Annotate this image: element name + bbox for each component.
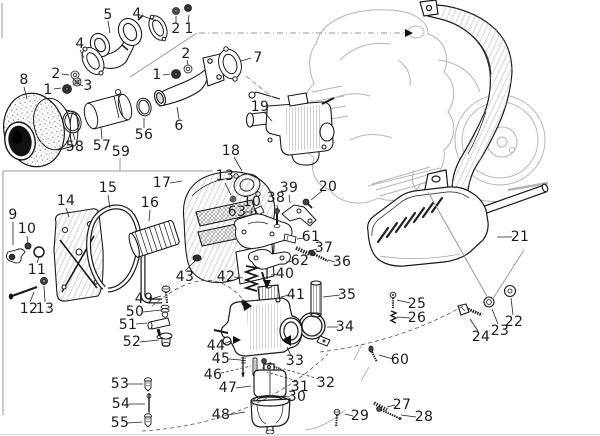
float-47 [253, 363, 287, 398]
arrow-40 [263, 280, 271, 289]
arrow-44 [233, 336, 241, 344]
clamp-34 [298, 312, 331, 347]
muffler [367, 169, 549, 267]
leader-lines [12, 14, 514, 424]
cylinder-fins-ghost [309, 85, 349, 123]
screw-20 [302, 198, 313, 209]
pin-12 [11, 285, 38, 298]
screw-60 [368, 345, 378, 363]
spring-26 [389, 310, 398, 324]
filter-backing-plate-14 [53, 208, 104, 302]
subassembly-box-59 [2, 170, 213, 415]
screw-38 [273, 208, 281, 228]
small-hardware-left [5, 242, 48, 300]
screw-28 [376, 406, 402, 420]
manifold-gasket-4-left [81, 46, 105, 76]
seal-ring-56 [136, 97, 152, 117]
pin-61 [283, 233, 297, 244]
arrow-into-carb-top [242, 299, 252, 311]
screw-29 [333, 408, 341, 428]
spring-37 [295, 246, 310, 256]
bolt-24 [457, 303, 483, 317]
arrow-33 [282, 335, 291, 346]
assembly-dashed-curves [141, 280, 466, 432]
intake-elbow-6 [154, 53, 225, 107]
screw-36 [308, 249, 329, 263]
grommet-43 [192, 254, 202, 262]
jet-53 [144, 377, 152, 392]
exhaust-header-pipe [419, 0, 513, 213]
washer-22 [503, 284, 517, 298]
filter-seal-loop-15 [86, 204, 142, 293]
carburetor-body [213, 297, 303, 357]
needle-45 [241, 357, 246, 378]
footboard-ghost [367, 166, 441, 197]
cable-arm-39 [281, 204, 317, 227]
banjo-bolt-49 [161, 285, 171, 304]
ring-11 [33, 246, 45, 258]
jet-55 [144, 413, 152, 428]
plunger-35 [310, 280, 322, 318]
screw-25 [389, 291, 397, 309]
washer-23 [483, 296, 495, 308]
arrow-to-engine-intake [405, 29, 413, 37]
manifold-gasket-4-right [148, 14, 168, 42]
filter-element-16 [128, 220, 180, 258]
stand-bar-ghost [507, 181, 549, 192]
manifold-fasteners [62, 4, 193, 94]
exhaust-gasket-7 [218, 46, 242, 82]
intake-sleeve-57 [83, 89, 133, 130]
washers-50 [160, 304, 170, 318]
throttle-bracket [233, 213, 293, 249]
idle-screw [213, 329, 229, 334]
muffler-body [367, 186, 489, 267]
frame-ghost-lines [304, 343, 370, 431]
retaining-ring-58 [62, 110, 82, 134]
carburetor [245, 91, 335, 166]
frame-lines [0, 3, 600, 435]
grommet-52 [159, 332, 173, 347]
breather-pipe [140, 252, 162, 304]
air-cleaner [3, 92, 79, 168]
muffler-fins [376, 196, 444, 244]
assembly-arrows [233, 29, 413, 346]
muffler-hardware-lines [427, 191, 525, 301]
dashed-leader-lines [220, 365, 320, 382]
float-bowl-48 [250, 395, 291, 435]
throttle-spring-42 [243, 265, 261, 292]
